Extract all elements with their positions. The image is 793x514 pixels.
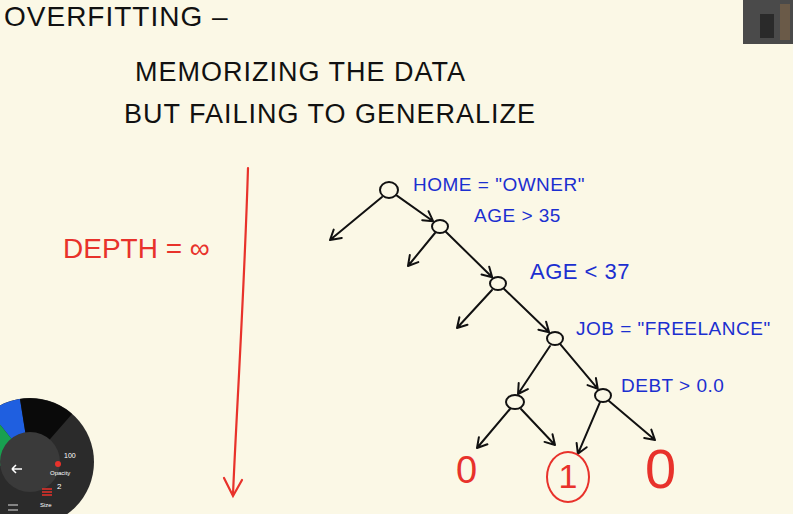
tree-node: AGE < 37 (489, 276, 507, 291)
settings-icon (8, 505, 18, 510)
branch-line (446, 232, 492, 278)
leaf-value: 0 (645, 438, 676, 500)
palette-caption: Size (40, 502, 52, 509)
split-condition: AGE < 37 (530, 260, 630, 284)
branch-arrow (521, 409, 555, 445)
palette-value: 2 (57, 483, 61, 492)
leaf-value: 1 (559, 458, 578, 495)
webcam-thumbnail (743, 0, 793, 44)
webcam-figure (760, 14, 774, 38)
branch-connector (446, 232, 492, 278)
branch-line (504, 289, 549, 333)
palette-caption: Opacity (50, 470, 70, 477)
tree-node: HOME = "OWNER" (379, 181, 399, 199)
tool-palette (0, 398, 94, 514)
split-condition: AGE > 35 (474, 206, 561, 227)
back-arrow-icon (12, 465, 22, 473)
palette-disk (0, 398, 94, 514)
heading-line: BUT FAILING TO GENERALIZE (124, 100, 536, 130)
size-icon (42, 489, 52, 495)
branch-line (397, 196, 433, 222)
heading-line: MEMORIZING THE DATA (135, 58, 466, 88)
branch-arrow (457, 290, 492, 328)
tree-node: AGE > 35 (431, 219, 449, 234)
tree-node: JOB = "FREELANCE" (546, 331, 564, 346)
branch-arrow (477, 409, 510, 448)
branch-connector (577, 402, 600, 454)
split-condition: JOB = "FREELANCE" (576, 319, 771, 340)
branch-line (577, 402, 600, 454)
depth-note: DEPTH = ∞ (63, 234, 210, 265)
tree-node: DEBT > 0.0 (594, 388, 612, 403)
branch-arrow (408, 233, 435, 266)
webcam-shelf (780, 4, 790, 40)
leaf-circle: 1 (546, 451, 590, 503)
leaf-value: 0 (456, 450, 477, 492)
opacity-toggle (55, 461, 61, 467)
branch-connector (397, 196, 433, 222)
branch-line (560, 344, 598, 389)
slide-title: OVERFITTING – (4, 2, 229, 33)
branch-arrow (518, 346, 550, 394)
depth-arrow (224, 168, 248, 496)
palette-center (0, 432, 60, 492)
branch-connector (560, 344, 598, 389)
tree-node-dot (506, 395, 524, 409)
depth-arrow-head (224, 478, 242, 496)
split-condition: HOME = "OWNER" (413, 175, 585, 196)
branch-connector (504, 289, 549, 333)
palette-value: 100 (64, 452, 76, 460)
branch-arrow (609, 401, 655, 440)
depth-arrow-shaft (233, 168, 248, 495)
branch-arrow (330, 197, 382, 240)
split-condition: DEBT > 0.0 (621, 376, 724, 397)
